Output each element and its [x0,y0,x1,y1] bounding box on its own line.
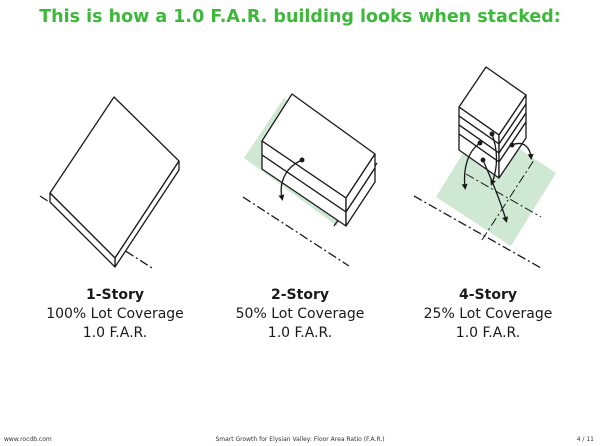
panel-2-caption: 2-Story 50% Lot Coverage 1.0 F.A.R. [210,286,390,343]
drop-arrow-3 [482,159,509,223]
footer-page: 4 / 11 [576,436,594,443]
block-top [49,96,180,259]
lot-line-front [413,195,542,269]
slide-title: This is how a 1.0 F.A.R. building looks … [39,7,561,27]
lot-line-mid [465,173,542,218]
block-side-left [49,192,116,268]
panel-2-far: 1.0 F.A.R. [267,325,333,341]
footer-site: www.rocdb.com [4,436,52,443]
panel-3-coverage: 25% Lot Coverage [423,306,553,322]
tower-side-4 [498,121,527,179]
footer-caption: Smart Growth for Elysian Valley: Floor A… [215,436,385,443]
panel-1-caption: 1-Story 100% Lot Coverage 1.0 F.A.R. [25,286,205,343]
drop-arrow [278,159,303,201]
drop-arrow-1 [461,142,481,190]
drop-arrow-4 [511,142,534,160]
panel-2-diagram [242,93,378,267]
panel-1-diagram [39,96,180,269]
lot-line-cross [481,159,535,241]
panel-3-diagram [413,66,556,269]
panel-1-coverage: 100% Lot Coverage [46,306,184,322]
panel-1-far: 1.0 F.A.R. [82,325,148,341]
panel-2-title: 2-Story [271,287,329,303]
building-side-2 [345,167,376,227]
panel-1-title: 1-Story [86,287,144,303]
panel-3-caption: 4-Story 25% Lot Coverage 1.0 F.A.R. [398,286,578,343]
panel-2-coverage: 50% Lot Coverage [235,306,365,322]
lot-line-front [242,196,350,267]
panel-3-title: 4-Story [459,287,517,303]
panel-3-far: 1.0 F.A.R. [455,325,521,341]
drop-arrow-2 [490,133,498,186]
